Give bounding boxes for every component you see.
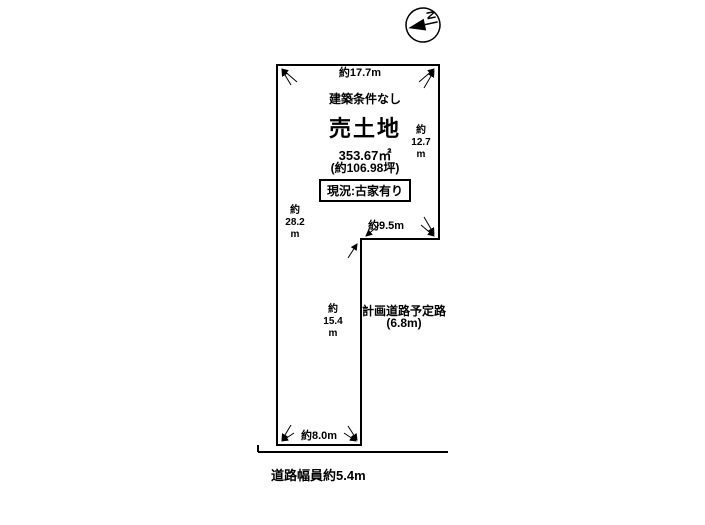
plot-outline — [276, 64, 440, 446]
dimension-bottom: 約8.0m — [300, 430, 338, 442]
road-line — [257, 445, 448, 453]
planned-road-width-label: (6.8m) — [386, 316, 422, 330]
front-road-width-label: 道路幅員約5.4m — [271, 468, 366, 483]
current-status-badge: 現況:古家有り — [319, 179, 411, 202]
listing-title: 売土地 — [328, 116, 401, 141]
area-square-meters: 353.67㎡ — [338, 148, 392, 163]
dimension-left: 約 28.2 m — [285, 205, 305, 240]
dimension-top: 約17.7m — [338, 67, 382, 79]
area-tsubo: (約106.98坪) — [330, 161, 400, 175]
planned-road-label: 計画道路予定路 — [361, 304, 446, 318]
north-compass-icon: N — [405, 7, 441, 43]
dimension-middle: 約 15.4 m — [323, 304, 343, 339]
dimension-step: 約9.5m — [367, 220, 405, 232]
dimension-arrows — [281, 68, 435, 442]
north-label: N — [423, 9, 438, 20]
building-condition-label: 建築条件なし — [328, 92, 401, 106]
dimension-right: 約 12.7 m — [411, 125, 431, 160]
current-status-wrap: 現況:古家有り — [300, 179, 430, 202]
